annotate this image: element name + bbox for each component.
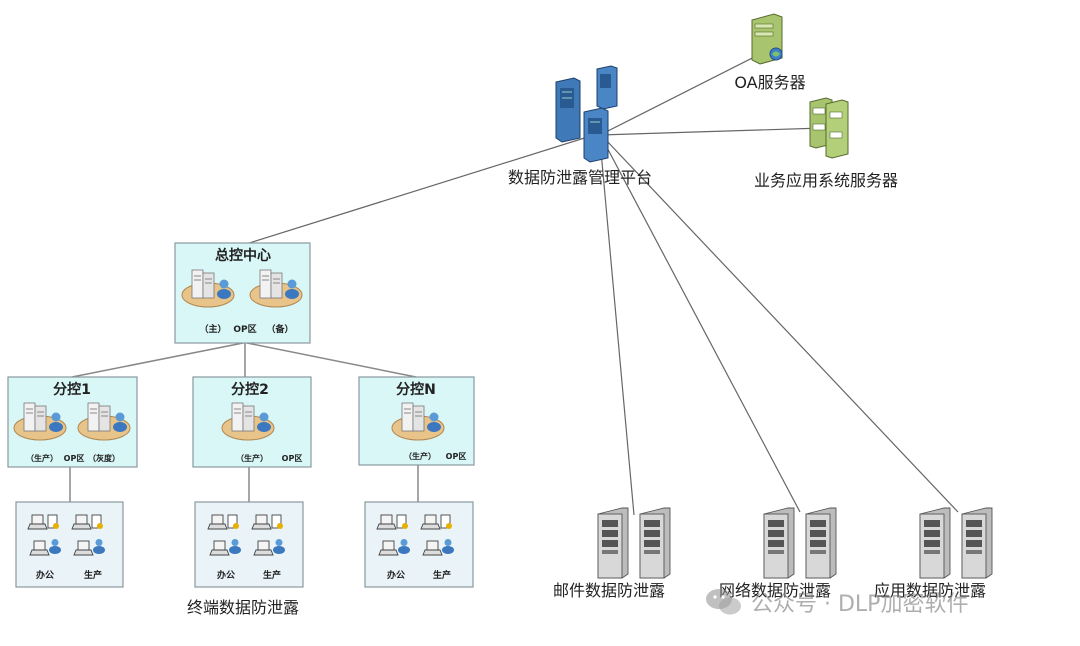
network-dlp-label: 网络数据防泄露 xyxy=(719,581,831,600)
branch-title: 分控N xyxy=(396,381,436,398)
business-server-icon xyxy=(809,97,849,159)
branch-label: （生产） xyxy=(404,451,436,461)
oa-server-label: OA服务器 xyxy=(734,73,805,92)
branch-node-2: 分控2 （生产） OP区 xyxy=(192,376,312,468)
watermark: 公众号 · DLP加密软件 xyxy=(705,586,968,618)
endpoint-label: 生产 xyxy=(433,569,451,581)
app-dlp-label: 应用数据防泄露 xyxy=(874,581,986,600)
master-control-title: 总控中心 xyxy=(215,247,271,264)
branch-node-n: 分控N （生产） OP区 xyxy=(358,376,475,466)
master-control-node: 总控中心 （主） OP区 （备） xyxy=(174,242,311,344)
endpoint-group-3: 办公 生产 xyxy=(364,501,474,588)
platform-label: 数据防泄露管理平台 xyxy=(508,168,652,187)
endpoint-label: 办公 xyxy=(217,569,235,581)
branch-label: OP区 xyxy=(282,454,303,463)
connection-lines xyxy=(69,47,959,516)
network-dlp-server-icon xyxy=(763,507,837,579)
endpoint-label: 生产 xyxy=(84,569,102,581)
platform-server-icon xyxy=(555,65,618,163)
watermark-text: 公众号 · DLP加密软件 xyxy=(751,592,969,617)
app-dlp-server-icon xyxy=(919,507,993,579)
endpoint-caption: 终端数据防泄露 xyxy=(187,598,299,617)
endpoint-label: 生产 xyxy=(263,569,281,581)
branch-label: （灰度） xyxy=(88,453,120,463)
mail-dlp-label: 邮件数据防泄露 xyxy=(553,581,665,600)
master-backup-label: （备） xyxy=(266,323,293,335)
endpoint-group-2: 办公 生产 xyxy=(194,501,304,588)
business-server-label: 业务应用系统服务器 xyxy=(754,171,898,190)
endpoint-label: 办公 xyxy=(387,569,405,581)
master-main-label: （主） xyxy=(199,323,226,335)
endpoint-group-1: 办公 生产 xyxy=(15,501,124,588)
branch-node-1: 分控1 （生产） OP区 （灰度） xyxy=(7,376,138,468)
branch-label: （生产） xyxy=(236,453,268,463)
branch-label: OP区 xyxy=(446,452,467,461)
mail-dlp-server-icon xyxy=(597,507,671,579)
branch-label: （生产） xyxy=(26,453,58,463)
master-op-label: OP区 xyxy=(233,324,256,335)
oa-server-icon xyxy=(751,13,783,65)
wechat-icon xyxy=(706,589,741,615)
branch-title: 分控1 xyxy=(53,381,91,398)
branch-title: 分控2 xyxy=(231,381,269,398)
endpoint-label: 办公 xyxy=(36,569,54,581)
branch-label: OP区 xyxy=(64,454,85,463)
